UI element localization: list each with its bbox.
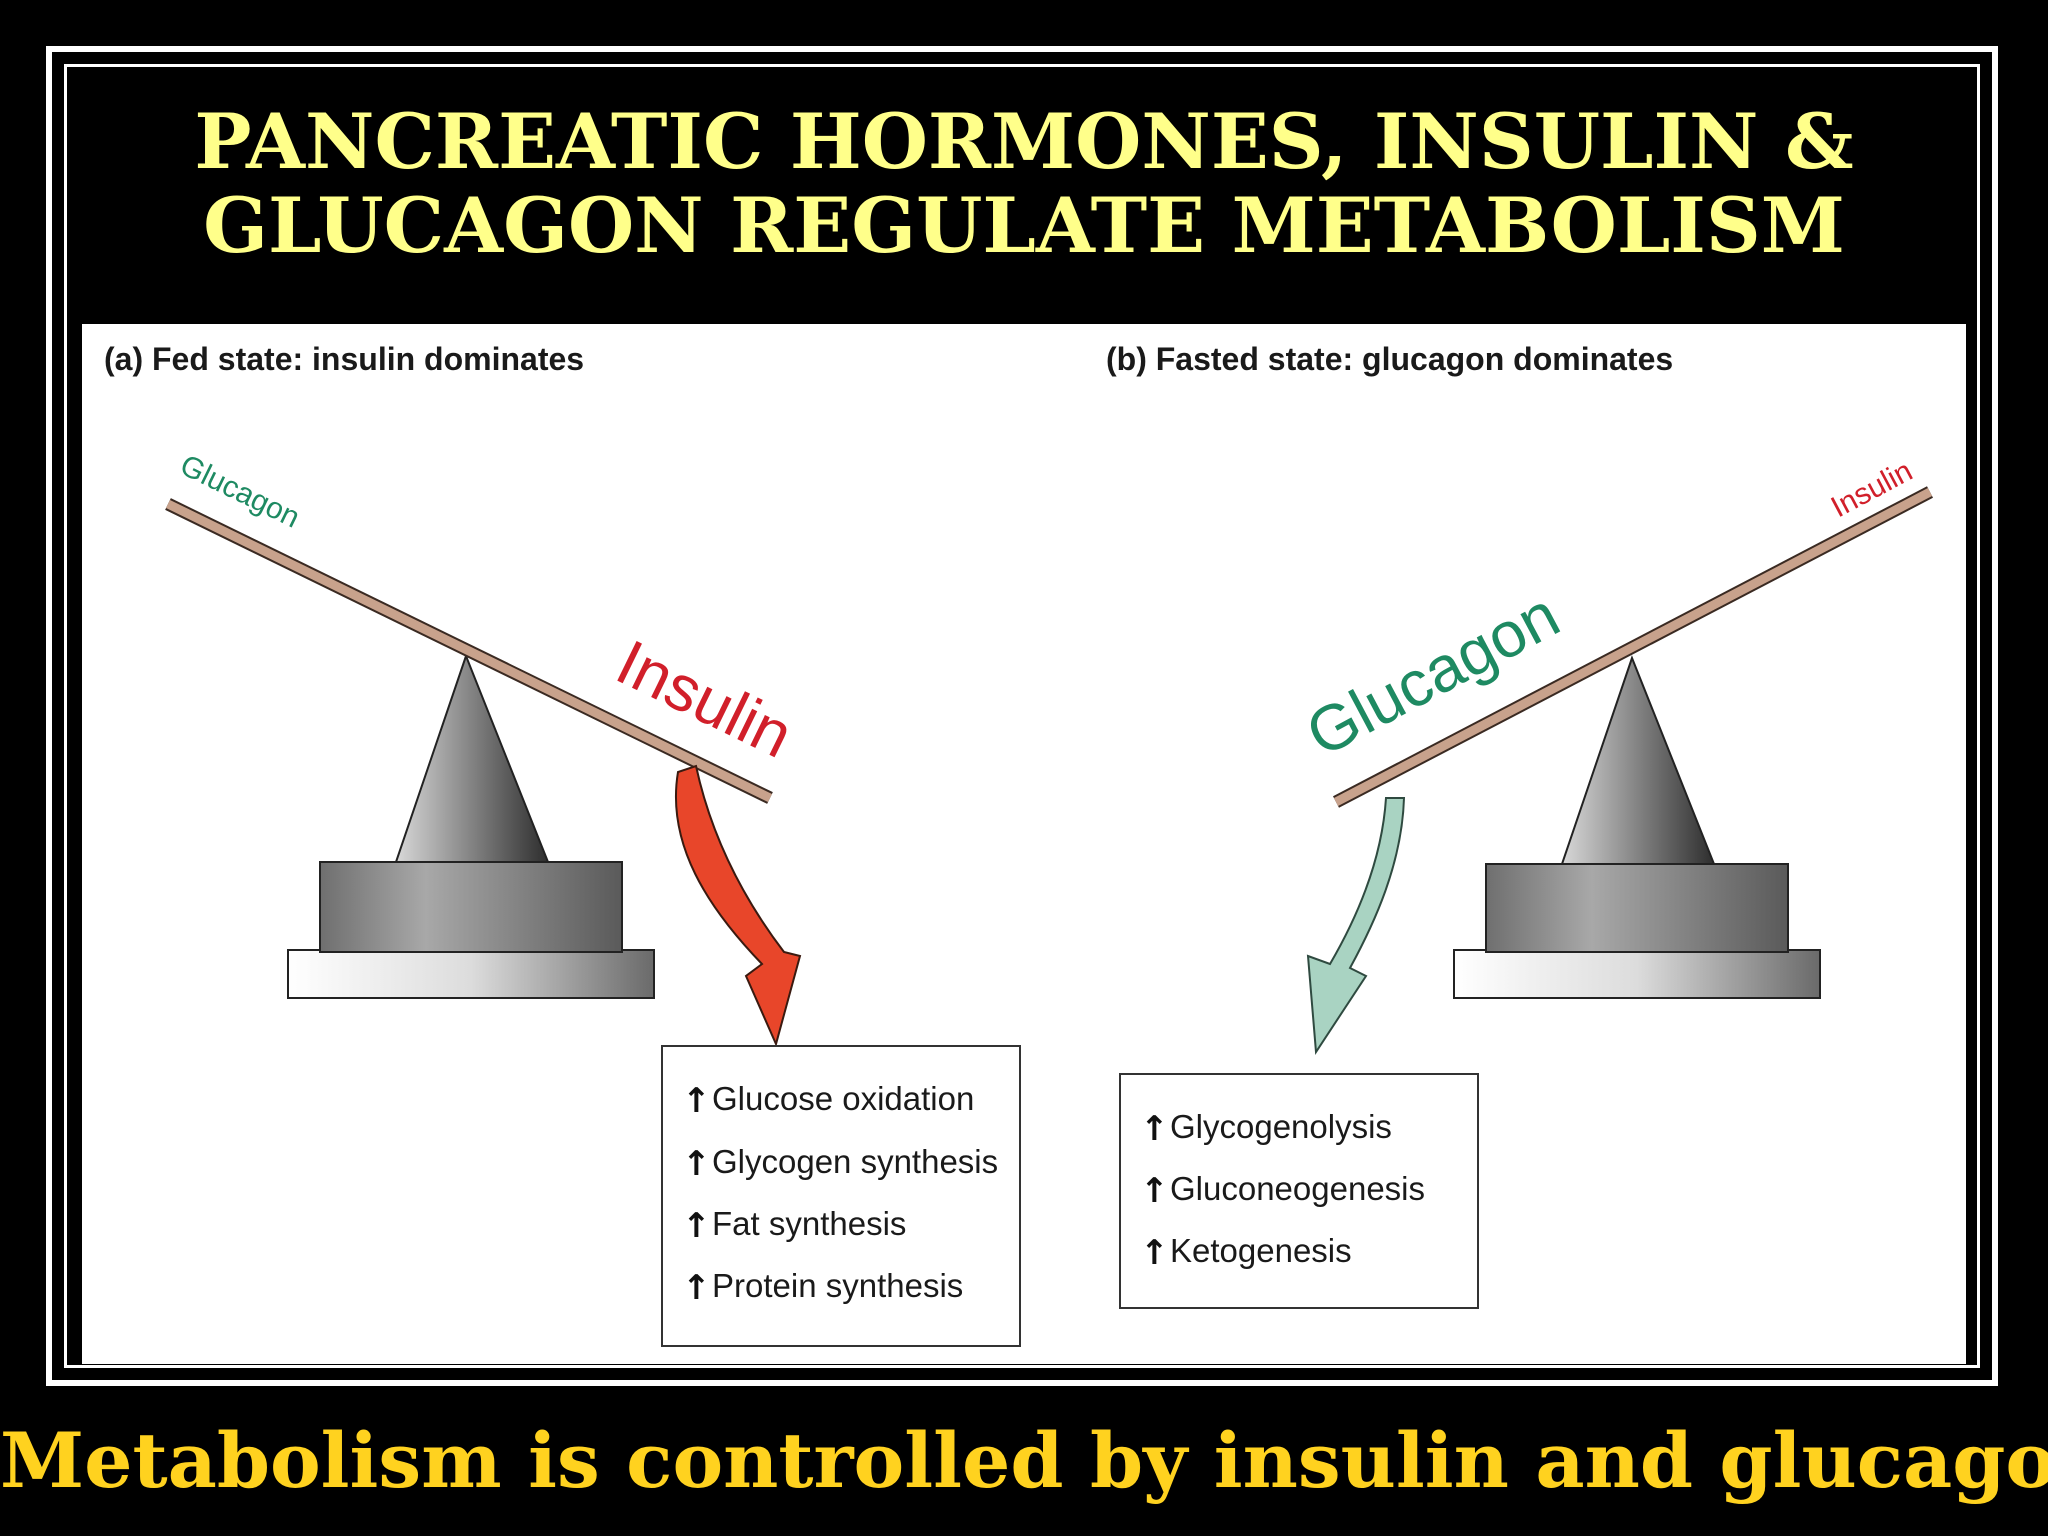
svg-text:Gluconeogenesis: Gluconeogenesis (1170, 1170, 1425, 1207)
panel-a-insulin-arrow (674, 764, 802, 1047)
svg-text:Glucose oxidation: Glucose oxidation (712, 1080, 974, 1117)
effect-item: ↑ Fat synthesis (682, 1205, 906, 1246)
panel-a-pedestal (287, 653, 655, 999)
panel-b-effects-box: ↑ Glycogenolysis ↑ Gluconeogenesis ↑ Ket… (1119, 1073, 1479, 1309)
panel-b-glucagon-arrow (1306, 797, 1406, 1055)
up-arrow-icon: ↑ (682, 1144, 711, 1184)
title-line-1: PANCREATIC HORMONES, INSULIN & (194, 97, 1854, 186)
panel-b-glucagon-label: Glucagon (1295, 578, 1571, 770)
effect-item: ↑ Glucose oxidation (682, 1080, 974, 1121)
diagram-panel: (a) Fed state: insulin dominates Glucago… (82, 324, 1966, 1364)
svg-text:Ketogenesis: Ketogenesis (1170, 1232, 1352, 1269)
panel-a-effects-box: ↑ Glucose oxidation ↑ Glycogen synthesis… (661, 1045, 1021, 1347)
up-arrow-icon: ↑ (682, 1081, 711, 1121)
effect-item: ↑ Glycogenolysis (1140, 1108, 1392, 1149)
panel-b-insulin-label: Insulin (1826, 454, 1918, 524)
up-arrow-icon: ↑ (1140, 1233, 1169, 1273)
up-arrow-icon: ↑ (682, 1206, 711, 1246)
up-arrow-icon: ↑ (1140, 1171, 1169, 1211)
slide-footer: Metabolism is controlled by insulin and … (0, 1416, 2048, 1505)
svg-text:Glycogenolysis: Glycogenolysis (1170, 1108, 1392, 1145)
seesaw-diagram: (a) Fed state: insulin dominates Glucago… (104, 341, 1934, 1347)
panel-b-pedestal (1453, 655, 1821, 999)
effect-item: ↑ Ketogenesis (1140, 1232, 1352, 1273)
up-arrow-icon: ↑ (1140, 1109, 1169, 1149)
slide-title: PANCREATIC HORMONES, INSULIN & GLUCAGON … (100, 100, 1948, 268)
effect-item: ↑ Gluconeogenesis (1140, 1170, 1425, 1211)
svg-text:Glycogen synthesis: Glycogen synthesis (712, 1143, 998, 1180)
up-arrow-icon: ↑ (682, 1268, 711, 1308)
panel-b-heading: (b) Fasted state: glucagon dominates (1106, 341, 1673, 377)
inner-frame (64, 64, 1980, 1368)
panel-a-heading: (a) Fed state: insulin dominates (104, 341, 584, 377)
effect-item: ↑ Protein synthesis (682, 1267, 963, 1308)
svg-text:Fat synthesis: Fat synthesis (712, 1205, 906, 1242)
outer-frame (46, 46, 1998, 1386)
panel-a-insulin-label: Insulin (606, 626, 804, 772)
effect-item: ↑ Glycogen synthesis (682, 1143, 998, 1184)
title-line-2: GLUCAGON REGULATE METABOLISM (203, 181, 1845, 270)
svg-text:Protein synthesis: Protein synthesis (712, 1267, 963, 1304)
